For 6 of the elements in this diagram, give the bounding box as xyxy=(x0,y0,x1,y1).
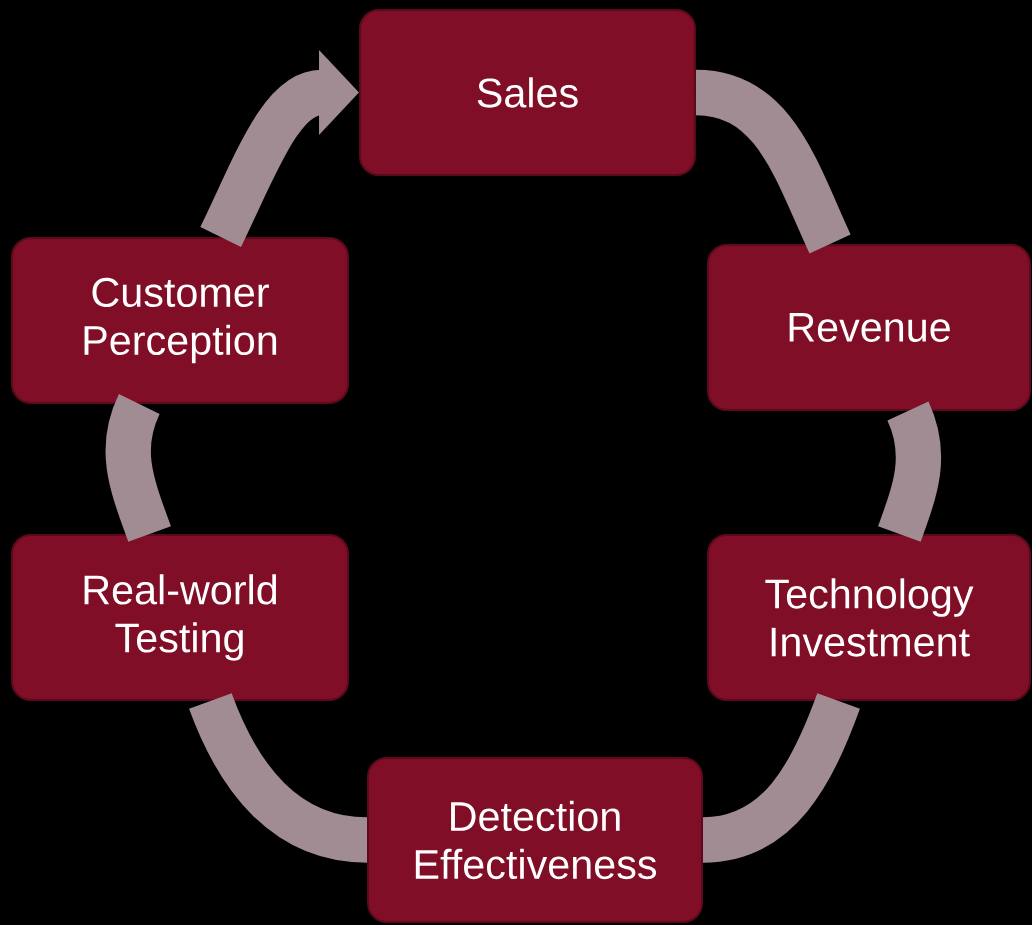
process-box: Detection Effectiveness xyxy=(367,757,703,923)
process-box: Customer Perception xyxy=(11,236,349,405)
process-box: Revenue xyxy=(707,243,1031,412)
process-box: Sales xyxy=(359,8,696,176)
process-box: Technology Investment xyxy=(707,533,1031,702)
process-box: Real-world Testing xyxy=(11,533,349,702)
